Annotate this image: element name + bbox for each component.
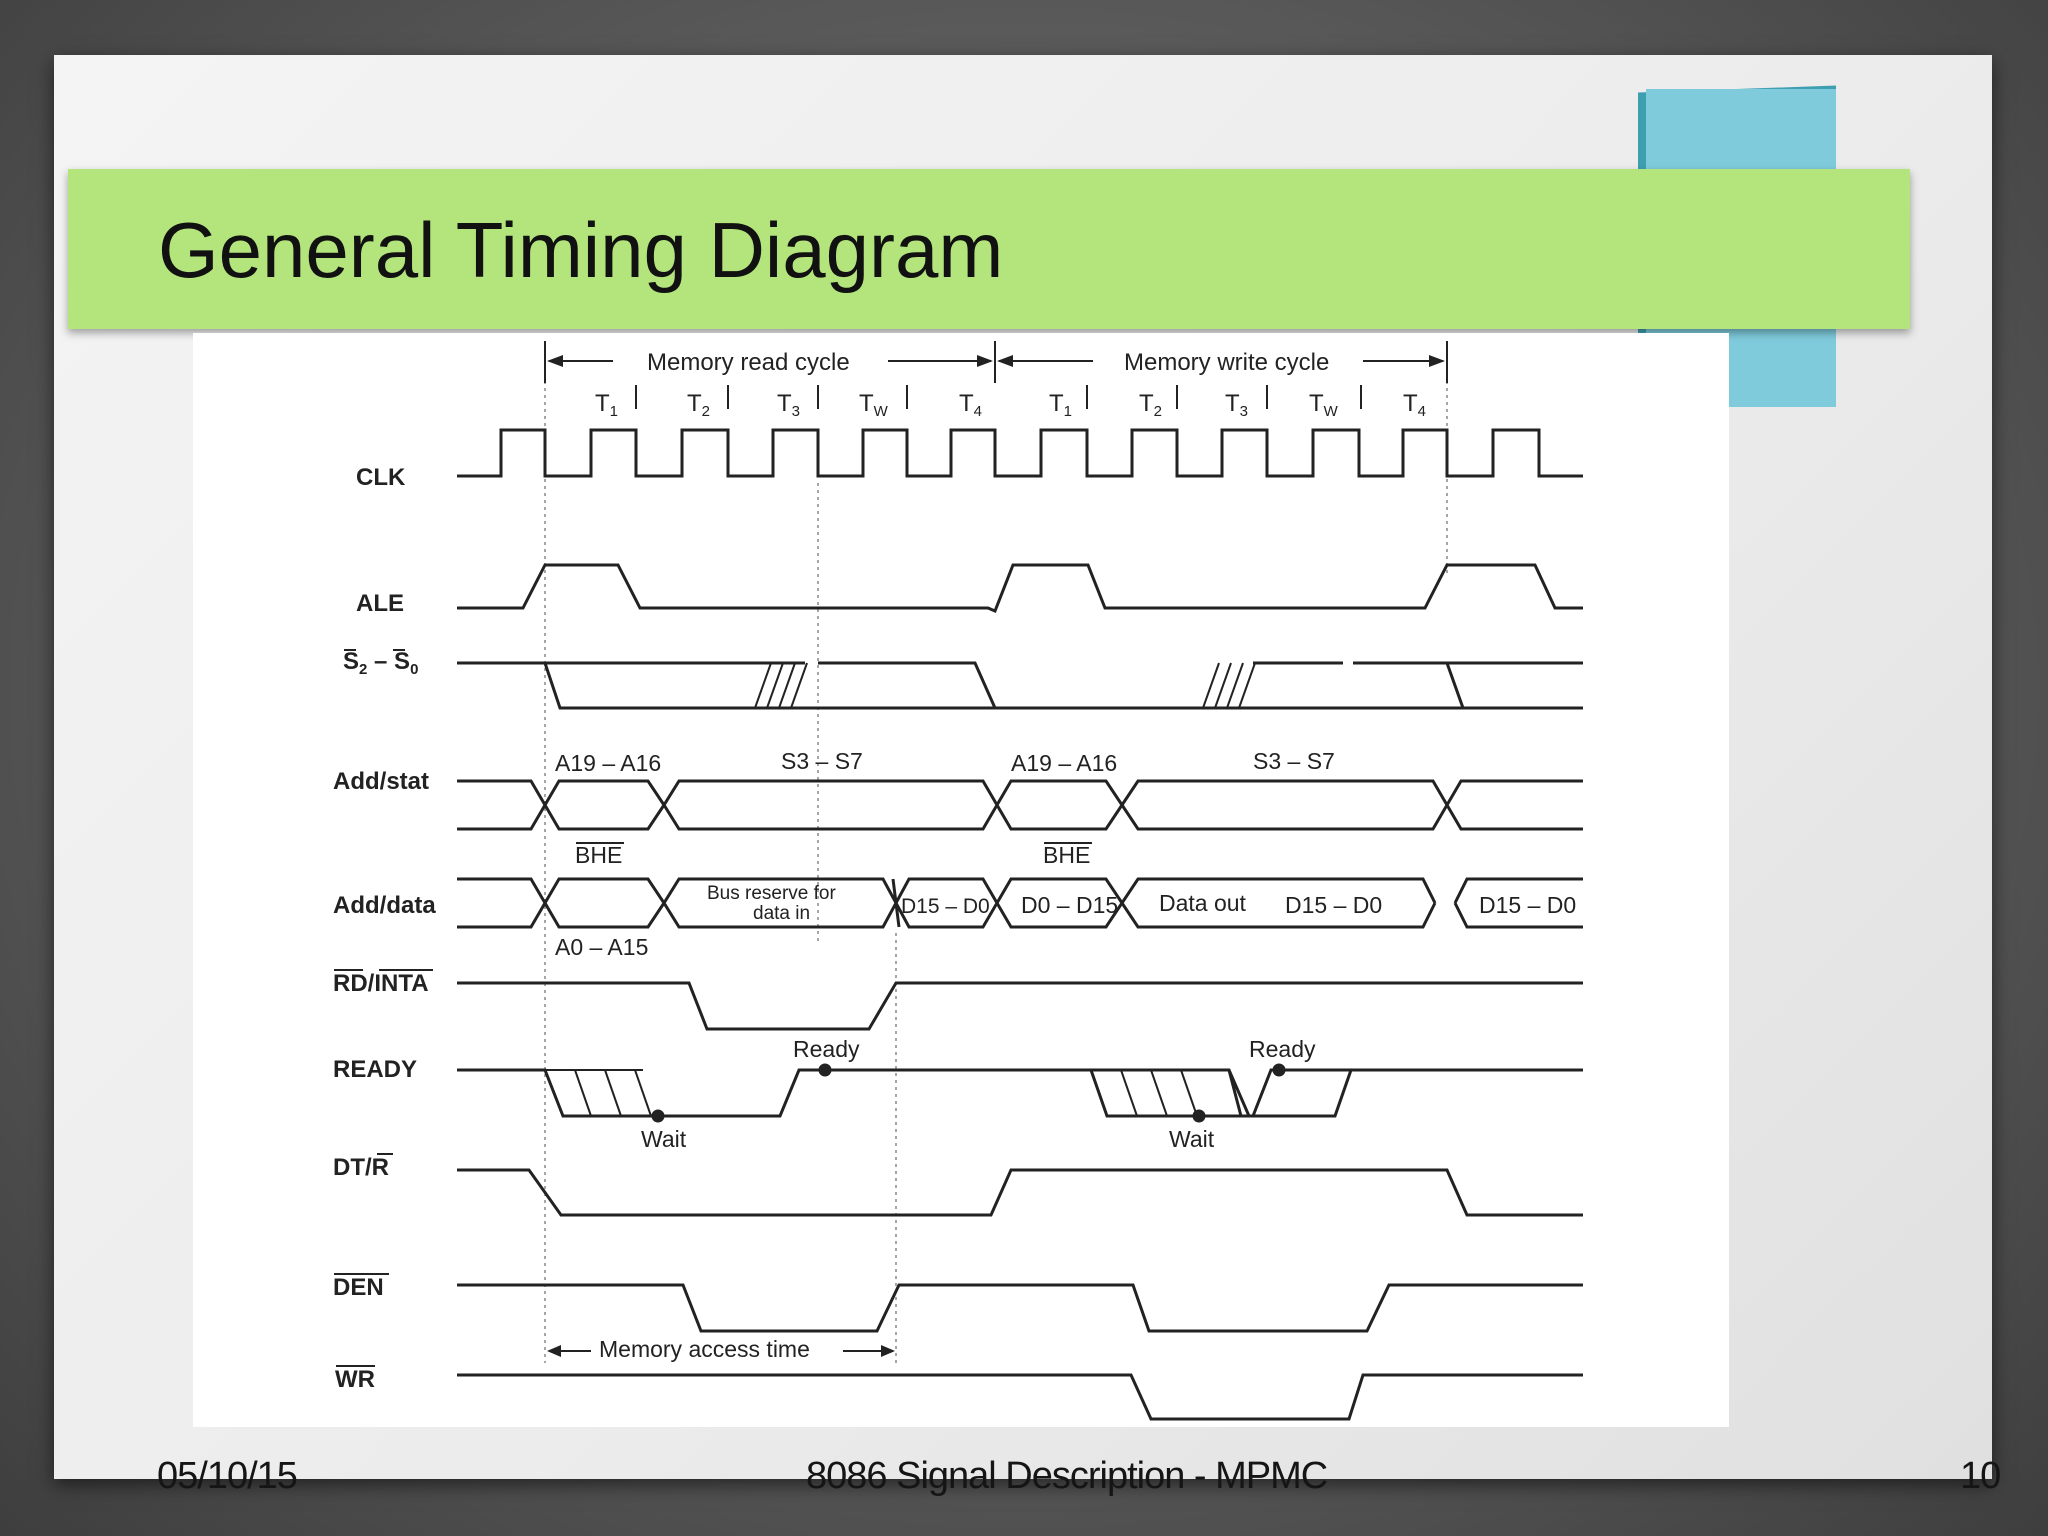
state-tw-write: TW [1309, 390, 1339, 420]
bus-labels: A19 – A16 S3 – S7 A19 – A16 S3 – S7 BHE … [555, 748, 1576, 1362]
label-bhe-read: BHE [575, 842, 622, 868]
signal-den: DEN [333, 1274, 384, 1301]
wait-dot-write [1192, 1109, 1206, 1123]
label-d15-d0-read: D15 – D0 [901, 895, 990, 918]
signal-addstat: Add/stat [333, 768, 429, 795]
state-t4-write: T4 [1403, 390, 1426, 420]
title-band: General Timing Diagram [68, 169, 1910, 329]
label-d0-d15-write: D0 – D15 [1021, 892, 1118, 918]
label-bus-reserve-2: data in [753, 903, 810, 924]
s2-s0-waveform [457, 661, 1583, 710]
state-t4-read: T4 [959, 390, 982, 420]
label-bus-reserve-1: Bus reserve for [707, 883, 836, 904]
addstat-bus [457, 779, 1583, 831]
state-t3-read: T3 [777, 390, 800, 420]
guide-lines [544, 353, 1448, 1365]
label-d15-d0-next: D15 – D0 [1479, 892, 1576, 918]
timing-diagram-figure: Memory read cycle Memory write cycle T1 … [193, 333, 1729, 1427]
ready-dot-read [818, 1063, 832, 1077]
signal-dt-r: DT/R [333, 1154, 389, 1181]
wait-dot-read [651, 1109, 665, 1123]
page-number: 10 [1960, 1455, 2001, 1497]
state-t3-write: T3 [1225, 390, 1248, 420]
waveforms [457, 341, 1583, 1421]
signal-clk: CLK [356, 464, 406, 491]
signal-s2-s0: S2 – S0 [343, 648, 418, 678]
label-a19-a16-read: A19 – A16 [555, 750, 661, 776]
label-wait-write: Wait [1169, 1126, 1215, 1152]
label-memory-access-time: Memory access time [599, 1336, 810, 1362]
state-t1-read: T1 [595, 390, 618, 420]
label-a0-a15: A0 – A15 [555, 934, 648, 960]
footer-date: 05/10/15 [157, 1455, 298, 1497]
state-t2-write: T2 [1139, 390, 1162, 420]
slide-title: General Timing Diagram [158, 206, 1004, 294]
state-separators [635, 385, 1362, 409]
label-bhe-write: BHE [1043, 842, 1090, 868]
state-t1-write: T1 [1049, 390, 1072, 420]
state-tw-read: TW [859, 390, 889, 420]
den-waveform [457, 1283, 1583, 1333]
rd-inta-waveform [457, 981, 1583, 1031]
ready-low-segments [1089, 1069, 1253, 1118]
adddata-bus [457, 877, 1583, 929]
signal-names: CLK ALE S2 – S0 Add/stat Add/data RD/INT… [333, 464, 436, 1393]
footer-caption: 8086 Signal Description - MPMC [806, 1455, 1328, 1497]
signal-ale: ALE [356, 590, 404, 617]
wr-waveform [457, 1373, 1583, 1421]
state-labels: T1 T2 T3 TW T4 T1 T2 T3 TW T4 [595, 390, 1426, 420]
label-data-out: Data out [1159, 890, 1247, 916]
label-s3-s7-read: S3 – S7 [781, 748, 863, 774]
dt-r-waveform [457, 1168, 1583, 1217]
label-ready-write: Ready [1249, 1036, 1316, 1062]
label-d15-d0-write: D15 – D0 [1285, 892, 1382, 918]
ready-dot-write [1272, 1063, 1286, 1077]
memory-read-cycle-label: Memory read cycle [647, 349, 850, 376]
ready-waveform [457, 1068, 1583, 1118]
ale-waveform [457, 563, 1583, 613]
state-t2-read: T2 [687, 390, 710, 420]
label-s3-s7-write: S3 – S7 [1253, 748, 1335, 774]
cycle-arrows [544, 341, 1448, 383]
label-a19-a16-write: A19 – A16 [1011, 750, 1117, 776]
signal-adddata: Add/data [333, 892, 436, 919]
label-ready-read: Ready [793, 1036, 860, 1062]
memory-write-cycle-label: Memory write cycle [1124, 349, 1329, 376]
memory-access-arrow [547, 1345, 895, 1357]
clk-waveform [457, 428, 1583, 478]
signal-ready: READY [333, 1056, 417, 1083]
signal-wr: WR [335, 1366, 375, 1393]
signal-rd-inta: RD/INTA [333, 970, 429, 997]
slide: General Timing Diagram [54, 55, 2001, 1497]
timing-diagram: Memory read cycle Memory write cycle T1 … [333, 341, 1583, 1421]
label-wait-read: Wait [641, 1126, 687, 1152]
s2-s0-hatch [754, 662, 1256, 709]
